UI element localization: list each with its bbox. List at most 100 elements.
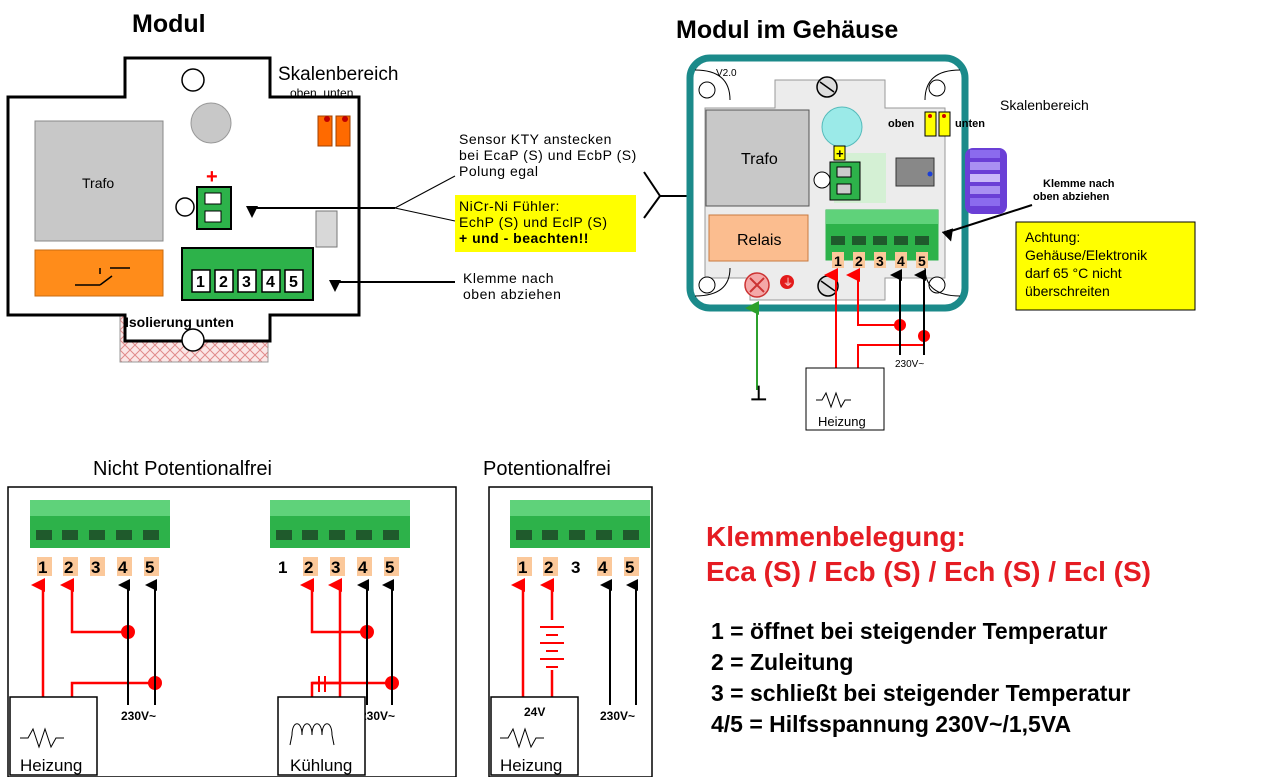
relais: [34, 249, 164, 297]
p2-voltage: 230V~: [360, 709, 395, 723]
panel-potentialfrei: 1 2 3 4 5 230V~ 24V Heizung: [488, 486, 653, 777]
modul-title: Modul: [132, 10, 206, 38]
ground-label: ⊥: [750, 383, 767, 405]
potentialfrei-title: Potentionalfrei: [483, 458, 611, 480]
p1-terminal-3: 3: [91, 558, 100, 577]
plus-label: +: [206, 166, 218, 188]
housing-terminal-1: 1: [834, 253, 842, 269]
panel-heizung: 1 2 3 4 5 230V~ Heizung: [7, 486, 457, 777]
achtung-box: [1015, 221, 1196, 311]
component-gray: [315, 210, 338, 248]
p2-terminal-4: 4: [358, 558, 368, 577]
panel-frame: [7, 486, 457, 777]
housing: ⏚ +: [686, 54, 969, 312]
housing-trafo-label: Trafo: [741, 151, 778, 168]
housing-oben-label: oben: [888, 118, 915, 130]
callout-line-1: [394, 175, 456, 209]
p3-terminal-1: 1: [518, 558, 527, 577]
mounting-hole-bottom: [181, 328, 205, 352]
achtung-line4: überschreiten: [1025, 283, 1110, 299]
nicr-note-3: + und - beachten!!: [459, 230, 589, 246]
modul-skalenbereich-label: Skalenbereich: [278, 64, 398, 85]
nicht-potentialfrei-title: Nicht Potentionalfrei: [93, 458, 272, 480]
achtung-line2: Gehäuse/Elektronik: [1025, 247, 1148, 263]
achtung-line1: Achtung:: [1025, 229, 1080, 245]
housing-heizung-box: [805, 367, 885, 431]
mounting-hole-top: [181, 68, 205, 92]
p2-terminal-1: 1: [278, 558, 287, 577]
housing-terminal-4: 4: [897, 253, 905, 269]
callout-line-2: [394, 207, 456, 222]
p1-heizung-label: Heizung: [20, 756, 82, 775]
housing-klemme-line1: Klemme nach: [1043, 178, 1115, 190]
panel-kuehlung: 1 2 3 4 5 230V~ Kühlung: [270, 500, 410, 776]
p3-terminal-3: 3: [571, 558, 580, 577]
housing-relais-label: Relais: [737, 232, 781, 249]
housing-terminal-5: 5: [918, 253, 926, 269]
housing-voltage-label: 230V~: [895, 359, 924, 370]
p1-terminal-1: 1: [38, 558, 47, 577]
legend-item-1: 1 = öffnet bei steigender Temperatur: [711, 618, 1108, 644]
dip-switch-oben: [317, 115, 333, 147]
p3-heizung-label: Heizung: [500, 756, 562, 775]
klemme-note-2: oben abziehen: [463, 286, 562, 302]
potentiometer: [190, 102, 232, 144]
legend-item-3: 3 = schließt bei steigender Temperatur: [711, 680, 1131, 706]
p3-terminal-4: 4: [598, 558, 608, 577]
p2-terminal-3: 3: [331, 558, 340, 577]
mounting-hole-mid: [175, 197, 195, 217]
housing-terminal-2: 2: [855, 253, 863, 269]
p2-terminal-5: 5: [385, 558, 394, 577]
legend-heading-1: Klemmenbelegung:: [706, 521, 966, 552]
housing-trafo: [705, 109, 810, 207]
housing-heizung-label: Heizung: [818, 414, 866, 429]
modul-gehaeuse-title: Modul im Gehäuse: [676, 16, 899, 44]
p3-terminal-2: 2: [544, 558, 553, 577]
sensor-note-1: Sensor KTY anstecken: [459, 131, 612, 147]
housing-potentiometer: [821, 106, 863, 148]
nicr-box: [455, 195, 636, 252]
isolierung-label: Isolierung unten: [125, 314, 234, 330]
housing-skalenbereich-label: Skalenbereich: [1000, 97, 1089, 113]
terminal-1-label: 1: [196, 274, 205, 291]
p3-24v-label: 24V: [524, 705, 545, 719]
ground-symbol: [780, 275, 794, 289]
terminal-5-label: 5: [289, 274, 298, 291]
housing-klemme-line2: oben abziehen: [1033, 191, 1110, 203]
housing-terminal-3: 3: [876, 253, 884, 269]
p3-voltage: 230V~: [600, 709, 635, 723]
p1-terminal-2: 2: [64, 558, 73, 577]
terminal-2-label: 2: [219, 274, 228, 291]
terminal-3-label: 3: [242, 274, 251, 291]
nicr-note-1: NiCr-Ni Fühler:: [459, 198, 560, 214]
p1-terminal-5: 5: [145, 558, 154, 577]
p2-terminal-2: 2: [304, 558, 313, 577]
trafo: [34, 120, 164, 242]
modul-oben-unten-label: oben unten: [290, 86, 353, 100]
sensor-note-3: Polung egal: [459, 163, 539, 179]
housing-unten-label: unten: [955, 118, 985, 130]
cable-gland: [965, 148, 1007, 214]
housing-plus: +: [836, 146, 844, 161]
brace: [643, 171, 662, 219]
p1-terminal-4: 4: [118, 558, 128, 577]
modul-board: + 1 2 3 4 5 Trafo Skalenbereich oben unt…: [6, 56, 398, 363]
housing-component: [895, 157, 935, 187]
housing-wiring: ⊥ 230V~ Heizung: [745, 268, 930, 431]
housing-relais: [708, 214, 809, 262]
nicr-note-2: EchP (S) und EclP (S): [459, 214, 608, 230]
klemme-note-1: Klemme nach: [463, 270, 555, 286]
sensor-note-2: bei EcaP (S) und EcbP (S): [459, 147, 637, 163]
terminal-labels: 1 2 3 4 5: [191, 269, 304, 293]
p2-kuehlung-label: Kühlung: [290, 756, 352, 775]
version-label: V2.0: [716, 68, 737, 79]
achtung-line3: darf 65 °C nicht: [1025, 265, 1122, 281]
terminal-4-label: 4: [266, 274, 275, 291]
p3-terminal-5: 5: [625, 558, 634, 577]
legend-item-4: 4/5 = Hilfsspannung 230V~/1,5VA: [711, 711, 1072, 737]
p1-voltage: 230V~: [121, 709, 156, 723]
dip-switch-unten: [335, 115, 351, 147]
arrow-klemme-gehaeuse: [941, 204, 1033, 242]
legend-heading-2: Eca (S) / Ecb (S) / Ech (S) / Ecl (S): [706, 556, 1151, 587]
